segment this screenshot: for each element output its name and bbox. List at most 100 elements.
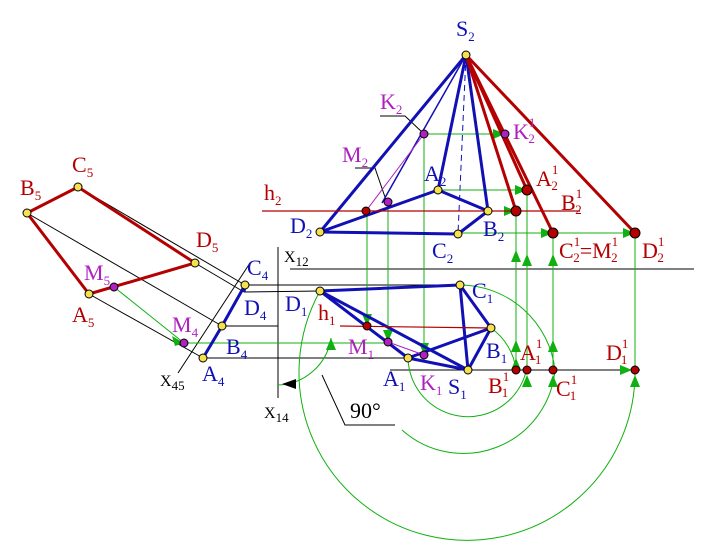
point-a11 [522,365,532,375]
pyramid-blue [201,54,493,372]
k2-line [365,133,425,212]
label-a4: A4 [202,361,225,389]
edge-s2-m [381,54,467,204]
point-m2 [383,197,393,207]
arrow-up-c1b [548,375,558,387]
label-a1: A1 [383,366,405,394]
label-m1: M1 [348,334,374,362]
label-s2: S2 [456,16,475,44]
label-c2: C2 [432,238,453,266]
label-d5: D5 [196,227,218,255]
point-k2 [419,129,429,139]
label-d2: D2 [290,213,312,241]
point-s1 [463,365,473,375]
label-d4: D4 [244,295,267,323]
magenta-lines [365,133,425,356]
arrow-up-c1 [548,254,558,266]
edge-s2-b2 [464,54,490,212]
point-c21 [547,227,559,239]
label-m2: M2 [342,142,368,170]
proj-d5-d4 [194,262,245,293]
points [22,50,641,375]
point-m1 [383,337,393,347]
label-angle: 90° [350,398,381,423]
edge-s1-a1 [407,356,469,372]
point-d11 [630,365,640,375]
label-b1: B1 [486,338,507,366]
arc-a [407,357,527,418]
proj-b5-b4 [26,212,223,327]
edge-s1-d1 [319,289,469,372]
edge-s1-b1 [466,327,493,371]
label-c4: C4 [247,255,269,283]
point-m4 [179,338,189,348]
arrow-x14 [282,379,296,389]
label-b5: B5 [20,175,41,203]
label-x45: X45 [160,373,185,393]
point-d21 [629,227,641,239]
point-a21 [521,184,533,196]
point-k21 [500,129,510,139]
point-a4 [198,353,208,363]
arrow-d2 [623,228,635,238]
arrow-up-b1 [511,250,521,262]
label-x14: X14 [264,405,289,425]
point-b1 [486,323,496,333]
m1-line [387,341,425,356]
label-b4: B4 [226,334,248,362]
arrow-c2 [541,228,553,238]
edge-s2-a21 [464,54,529,191]
label-h2: h2 [264,180,282,208]
point-a2 [433,185,443,195]
edge-s2-d2 [318,54,468,233]
point-c4 [240,280,250,290]
label-k1: K1 [420,370,442,398]
arc-c [459,284,556,371]
label-m5: M5 [84,260,110,288]
arrow-up-a1 [522,254,532,266]
arrow-a2 [515,185,527,195]
label-m4: M4 [172,312,199,340]
label-a2: A2 [424,161,446,189]
point-c1 [455,280,465,290]
point-d1 [315,286,325,296]
arrow-c1-mid [548,340,558,352]
edge-s2-k21 [465,54,506,135]
point-b5 [22,208,32,218]
label-k2: K2 [380,89,402,117]
point-m5 [109,282,119,292]
arrow-m1 [383,330,393,342]
point-d5 [190,258,200,268]
k2-leader [380,115,424,134]
point-s2 [461,50,471,60]
point-c2 [453,229,463,239]
point-a5 [84,289,94,299]
label-x12: X12 [284,249,309,269]
proj-d4-d1 [243,290,321,293]
point-d2 [315,227,325,237]
arrow-d1-h [620,365,632,375]
label-a5: A5 [72,302,94,330]
arc-c-low [401,369,556,454]
point-c5 [73,182,83,192]
label-h1: h1 [318,300,336,328]
point-h2 [361,206,371,216]
arrow-b-mid [511,340,521,352]
edge-s2-d21 [464,53,637,235]
edge-s2-a2 [436,54,468,191]
label-c1: C1 [472,278,493,306]
point-a1 [403,353,413,363]
point-b21 [510,205,522,217]
arrow-d1 [630,375,640,387]
point-c11 [548,365,558,375]
label-b2: B2 [483,216,504,244]
